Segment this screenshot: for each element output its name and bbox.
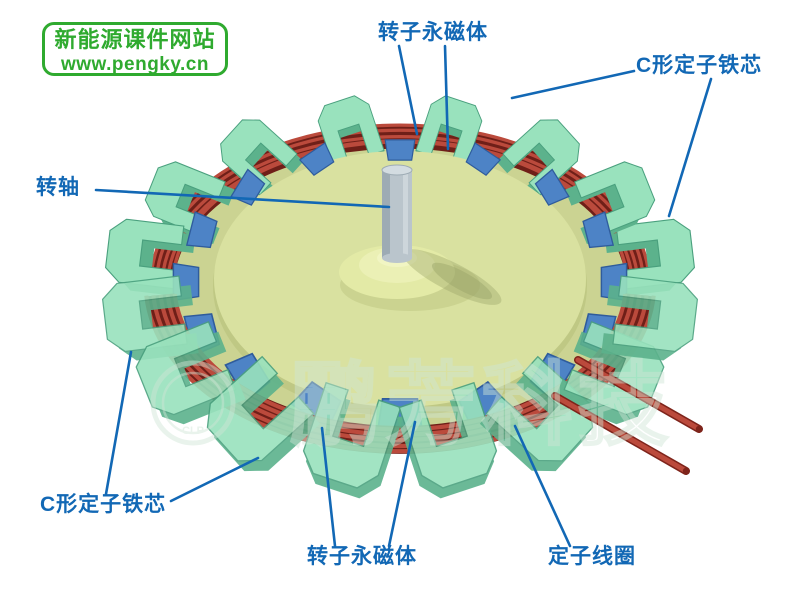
label-rotor-magnet-top: 转子永磁体 (378, 21, 488, 44)
label-stator-core-bottom-left: C形定子铁芯 (40, 493, 167, 516)
layer-wires (551, 356, 703, 475)
stator-core (206, 355, 321, 472)
leader-line-stator-core-top-right (510, 69, 636, 100)
leader-line-shaft (94, 188, 391, 209)
rotor-magnet (582, 211, 615, 249)
leader-line-stator-coil (513, 424, 572, 548)
leader-line-stator-core-bottom-left (169, 456, 260, 503)
lead-wire (574, 356, 703, 433)
stator-core (396, 381, 498, 499)
label-stator-coil: 定子线圈 (548, 545, 636, 568)
rotor-magnet (534, 168, 570, 206)
rotor-magnet (384, 139, 416, 161)
leader-line-rotor-magnet-bottom (387, 420, 417, 548)
site-logo[interactable]: 新能源课件网站 www.pengky.cn (42, 22, 228, 76)
layer-watermark: CLP 鹏芳科技 (150, 355, 674, 457)
label-stator-core-top-right: C形定子铁芯 (636, 54, 763, 77)
shaft (381, 164, 413, 263)
watermark: CLP 鹏芳科技 (150, 355, 674, 457)
rotor-magnet (185, 211, 218, 249)
layer-leaders (94, 44, 713, 548)
rotor-magnet (465, 142, 502, 176)
layer-hub (339, 164, 502, 311)
watermark-text: 鹏芳科技 (290, 356, 674, 456)
label-shaft: 转轴 (36, 176, 80, 199)
watermark-emblem-text: CLP (182, 425, 204, 437)
lead-wire (551, 392, 690, 475)
site-logo-url: www.pengky.cn (61, 54, 209, 75)
site-logo-title: 新能源课件网站 (54, 27, 216, 52)
leader-line-rotor-magnet-top (397, 44, 419, 136)
rotor-magnet (298, 142, 335, 176)
leader-line-stator-core-top-right (667, 77, 713, 218)
leader-line-rotor-magnet-bottom (320, 426, 337, 548)
label-rotor-magnet-bottom: 转子永磁体 (307, 545, 417, 568)
stator-core (601, 275, 699, 361)
shaft-shadow-core (431, 262, 493, 300)
rotor-magnet (230, 168, 266, 206)
stator-core (302, 381, 404, 499)
leader-line-stator-core-bottom-left (104, 350, 133, 496)
shaft-shadow (402, 249, 502, 305)
leader-line-rotor-magnet-top (443, 44, 450, 151)
